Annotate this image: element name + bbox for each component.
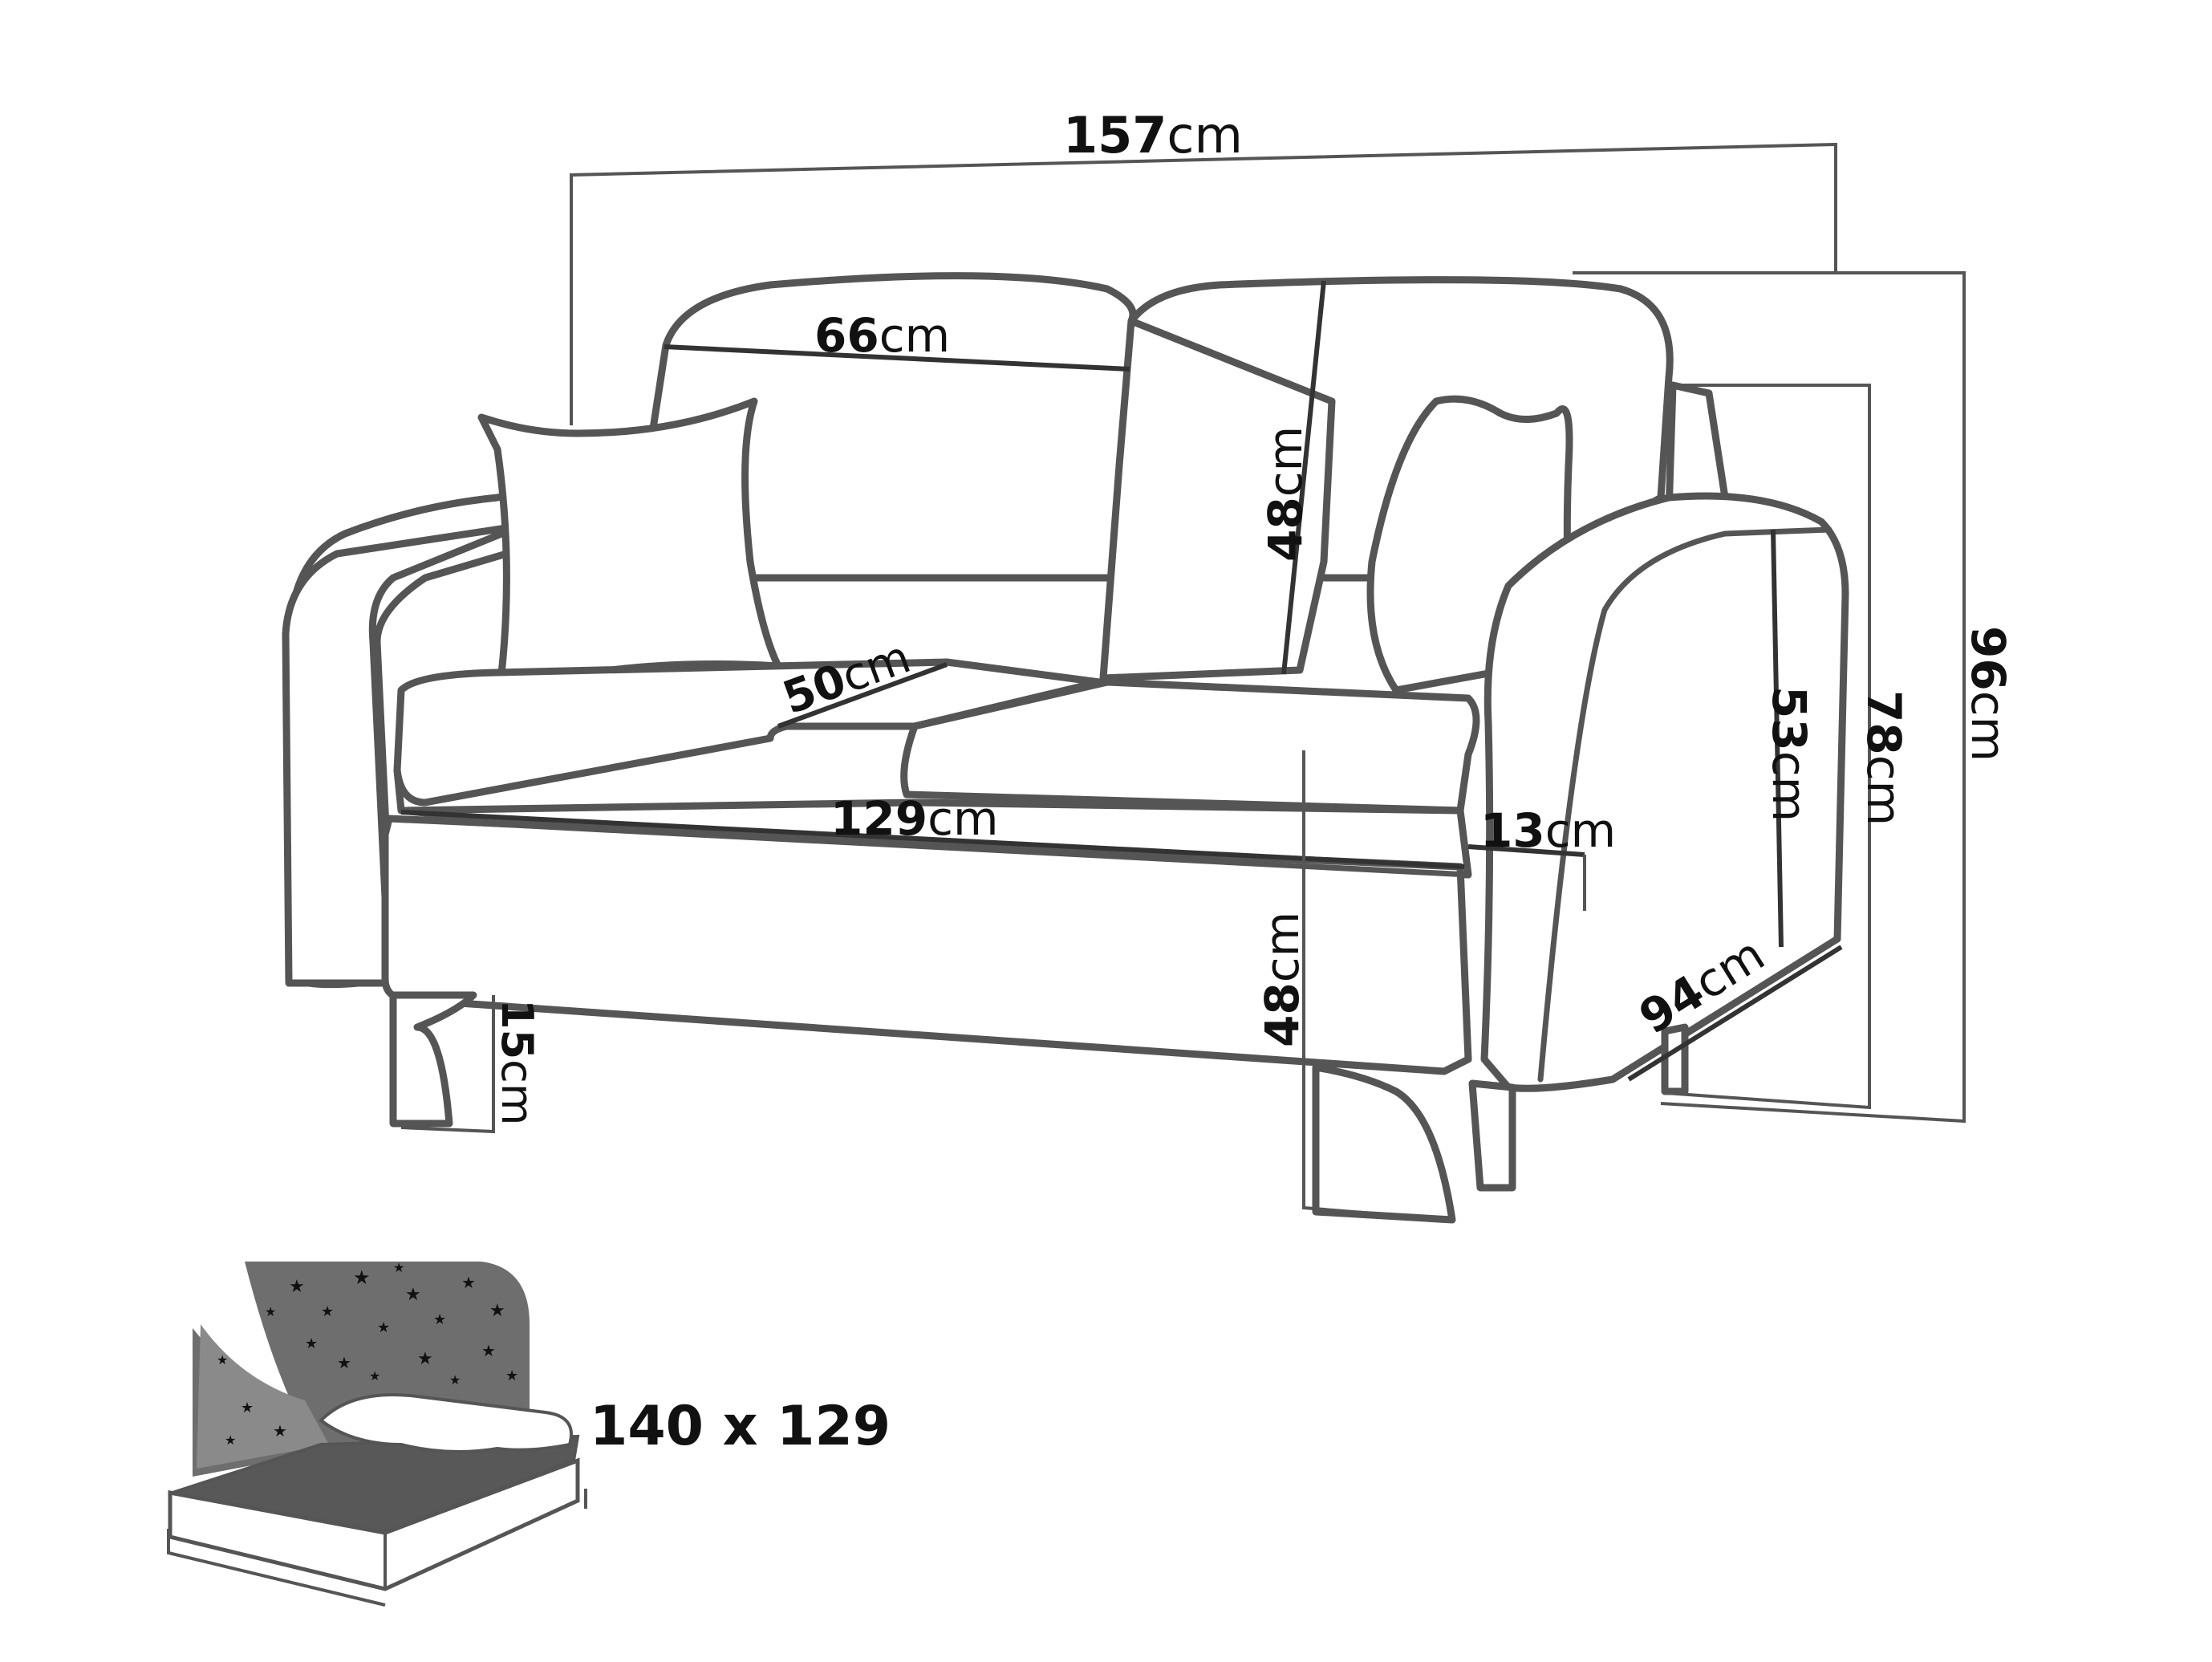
seat-seam xyxy=(386,815,1471,878)
svg-text:★: ★ xyxy=(273,1421,287,1441)
seat-depth-line xyxy=(777,662,948,729)
bed-icon: ★ ★ ★ ★ ★ ★ ★ ★ ★ ★ ★ ★ ★ ★ ★ ★ ★ ★ ★ ★ … xyxy=(167,1260,891,1607)
arm-height-line xyxy=(1771,529,1784,948)
arm-width-line xyxy=(1467,844,1585,857)
height-96-line xyxy=(1573,271,1966,1124)
leg-back-right xyxy=(1661,1023,1689,1095)
label-total-height: 96cm xyxy=(1961,626,2015,762)
sofa-arm-left-front xyxy=(282,522,526,987)
seat-cushion-left xyxy=(393,658,1103,807)
label-back-top: 78cm xyxy=(1857,690,1911,826)
label-seat-height: 48cm xyxy=(1255,912,1309,1047)
label-back-cushion: 66cm xyxy=(814,308,950,363)
label-leg-height: 15cm xyxy=(492,999,542,1125)
label-arm-height: 53cm xyxy=(1762,686,1816,822)
night-sky-side xyxy=(197,1324,329,1469)
label-total-width: 157cm xyxy=(1063,106,1243,165)
height-78-line xyxy=(1665,384,1871,1110)
svg-text:★: ★ xyxy=(305,1335,318,1352)
dimension-lines xyxy=(570,142,1966,1124)
sofa-drawing xyxy=(282,272,1849,1224)
svg-text:★: ★ xyxy=(265,1304,276,1319)
label-seat-width: 129cm xyxy=(830,791,998,846)
seat-height-line xyxy=(1302,750,1453,1221)
sofa-arm-right xyxy=(1480,492,1849,1092)
bed-pillow xyxy=(318,1393,573,1453)
svg-text:★: ★ xyxy=(417,1349,433,1369)
width-157-line xyxy=(570,142,1837,425)
leg-front-left xyxy=(389,991,477,1128)
svg-text:★: ★ xyxy=(405,1285,421,1305)
leg-height-line xyxy=(400,995,495,1134)
svg-text:★: ★ xyxy=(449,1372,461,1388)
svg-text:★: ★ xyxy=(461,1273,476,1292)
back-height-line xyxy=(1281,280,1326,675)
svg-text:★: ★ xyxy=(217,1352,228,1367)
svg-text:★: ★ xyxy=(377,1319,390,1336)
svg-text:★: ★ xyxy=(369,1368,380,1384)
seat-width-line xyxy=(400,810,1465,869)
svg-text:★: ★ xyxy=(289,1277,305,1297)
svg-text:★: ★ xyxy=(481,1341,496,1360)
svg-text:★: ★ xyxy=(337,1353,351,1372)
sofa-arm-right-inner xyxy=(1537,526,1833,1083)
depth-line xyxy=(1627,945,1843,1082)
svg-text:★: ★ xyxy=(225,1432,236,1448)
star-icon: ★ ★ ★ ★ ★ ★ ★ ★ ★ ★ ★ ★ ★ ★ ★ ★ ★ ★ ★ ★ … xyxy=(217,1260,518,1448)
pillow-left xyxy=(477,397,782,689)
leg-front-middle xyxy=(1312,1063,1456,1224)
svg-text:★: ★ xyxy=(433,1311,446,1328)
svg-text:★: ★ xyxy=(505,1367,518,1384)
label-back-height: 48cm xyxy=(1258,426,1313,562)
measure-lines xyxy=(400,280,1843,1221)
svg-text:★: ★ xyxy=(393,1260,404,1275)
back-cushion-line xyxy=(664,344,1130,372)
svg-text:★: ★ xyxy=(241,1400,254,1416)
label-arm-width: 13cm xyxy=(1480,803,1616,858)
leg-front-right xyxy=(1468,1079,1516,1192)
seat-cushion-right xyxy=(900,678,1480,815)
svg-text:★: ★ xyxy=(353,1266,371,1289)
back-cushion-right xyxy=(1099,317,1336,682)
sleeping-area-label: 140 x 129 xyxy=(590,1395,891,1458)
svg-text:★: ★ xyxy=(489,1301,505,1321)
svg-text:★: ★ xyxy=(321,1303,334,1320)
